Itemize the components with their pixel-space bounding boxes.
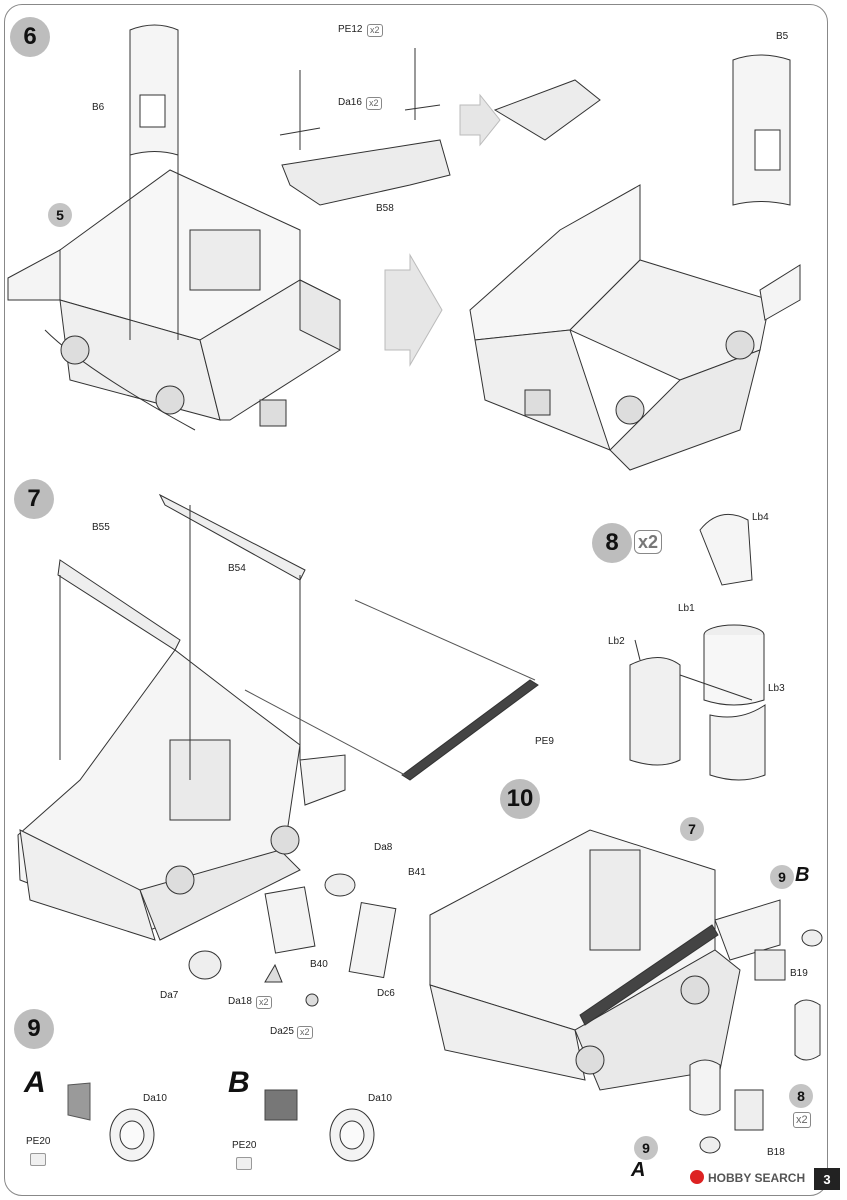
- step-8-number: 8: [605, 529, 619, 556]
- b58-part: [279, 48, 451, 206]
- qty-da18: x2: [256, 996, 272, 1009]
- label-b58: B58: [376, 203, 394, 214]
- qty-step-8: x2: [793, 1112, 811, 1128]
- ref-step-7-badge: 7: [680, 817, 704, 841]
- label-da16: Da16: [338, 97, 362, 108]
- ref-step-5-badge: 5: [48, 203, 72, 227]
- label-b5: B5: [776, 31, 789, 42]
- label-b41: B41: [408, 867, 426, 878]
- step-6-badge: 6: [10, 17, 50, 57]
- label-da8: Da8: [374, 842, 393, 853]
- label-pe12: PE12: [338, 24, 363, 35]
- page-number: 3: [814, 1168, 840, 1190]
- photo-etch-icon: [236, 1157, 252, 1170]
- qty-da25: x2: [297, 1026, 313, 1039]
- ref-step-9a-number: 9: [642, 1140, 650, 1156]
- watermark: HOBBY SEARCH: [690, 1170, 805, 1185]
- qty-pe12: x2: [367, 24, 383, 37]
- label-b40: B40: [310, 959, 328, 970]
- label-da7: Da7: [160, 990, 179, 1001]
- label-lb3: Lb3: [768, 683, 785, 694]
- ref-step-8-badge: 8: [789, 1084, 813, 1108]
- step6-hull-right: [469, 54, 801, 471]
- step-9-badge: 9: [14, 1009, 54, 1049]
- label-b19: B19: [790, 968, 808, 979]
- step-8-multiplier: x2: [634, 530, 663, 554]
- step10-hull: [429, 829, 823, 1154]
- label-b55: B55: [92, 522, 110, 533]
- step-7-number: 7: [27, 485, 41, 512]
- label-lb4: Lb4: [752, 512, 769, 523]
- label-a-pe20: PE20: [26, 1136, 51, 1147]
- ref-step-9b-letter: B: [795, 864, 810, 886]
- ref-step-9b-number: 9: [778, 869, 786, 885]
- ref-step-7-number: 7: [688, 821, 696, 837]
- variant-b-letter: B: [228, 1066, 250, 1099]
- step8-exhaust: [629, 513, 766, 781]
- label-b-da10: Da10: [368, 1093, 392, 1104]
- ref-step-9b-badge: 9: [770, 865, 794, 889]
- ref-step-9a-letter: A: [631, 1159, 646, 1181]
- label-b-pe20: PE20: [232, 1140, 257, 1151]
- step6-hull-left: [7, 30, 341, 431]
- label-dc6: Dc6: [377, 988, 395, 999]
- label-lb1: Lb1: [678, 603, 695, 614]
- ref-step-8-number: 8: [797, 1088, 805, 1104]
- label-b18: B18: [767, 1147, 785, 1158]
- step7-hull: [17, 493, 346, 941]
- ref-step-9a-badge: 9: [634, 1136, 658, 1160]
- label-a-da10: Da10: [143, 1093, 167, 1104]
- step-8-badge: 8: [592, 523, 632, 563]
- watermark-text: HOBBY SEARCH: [708, 1171, 806, 1185]
- step-6-number: 6: [23, 23, 37, 50]
- b6-plate: [129, 24, 179, 156]
- watermark-logo-icon: [690, 1170, 704, 1184]
- photo-etch-icon: [30, 1153, 46, 1166]
- ref-step-5-number: 5: [56, 207, 64, 223]
- step-10-number: 10: [506, 785, 534, 812]
- variant-a-letter: A: [24, 1066, 46, 1099]
- step-9-number: 9: [27, 1015, 41, 1042]
- label-da18: Da18: [228, 996, 252, 1007]
- step-10-badge: 10: [500, 779, 540, 819]
- page-frame: [4, 4, 828, 1196]
- label-da25: Da25: [270, 1026, 294, 1037]
- label-b6: B6: [92, 102, 105, 113]
- label-b54: B54: [228, 563, 246, 574]
- label-pe9: PE9: [535, 736, 554, 747]
- qty-da16: x2: [366, 97, 382, 110]
- step-7-badge: 7: [14, 479, 54, 519]
- label-lb2: Lb2: [608, 636, 625, 647]
